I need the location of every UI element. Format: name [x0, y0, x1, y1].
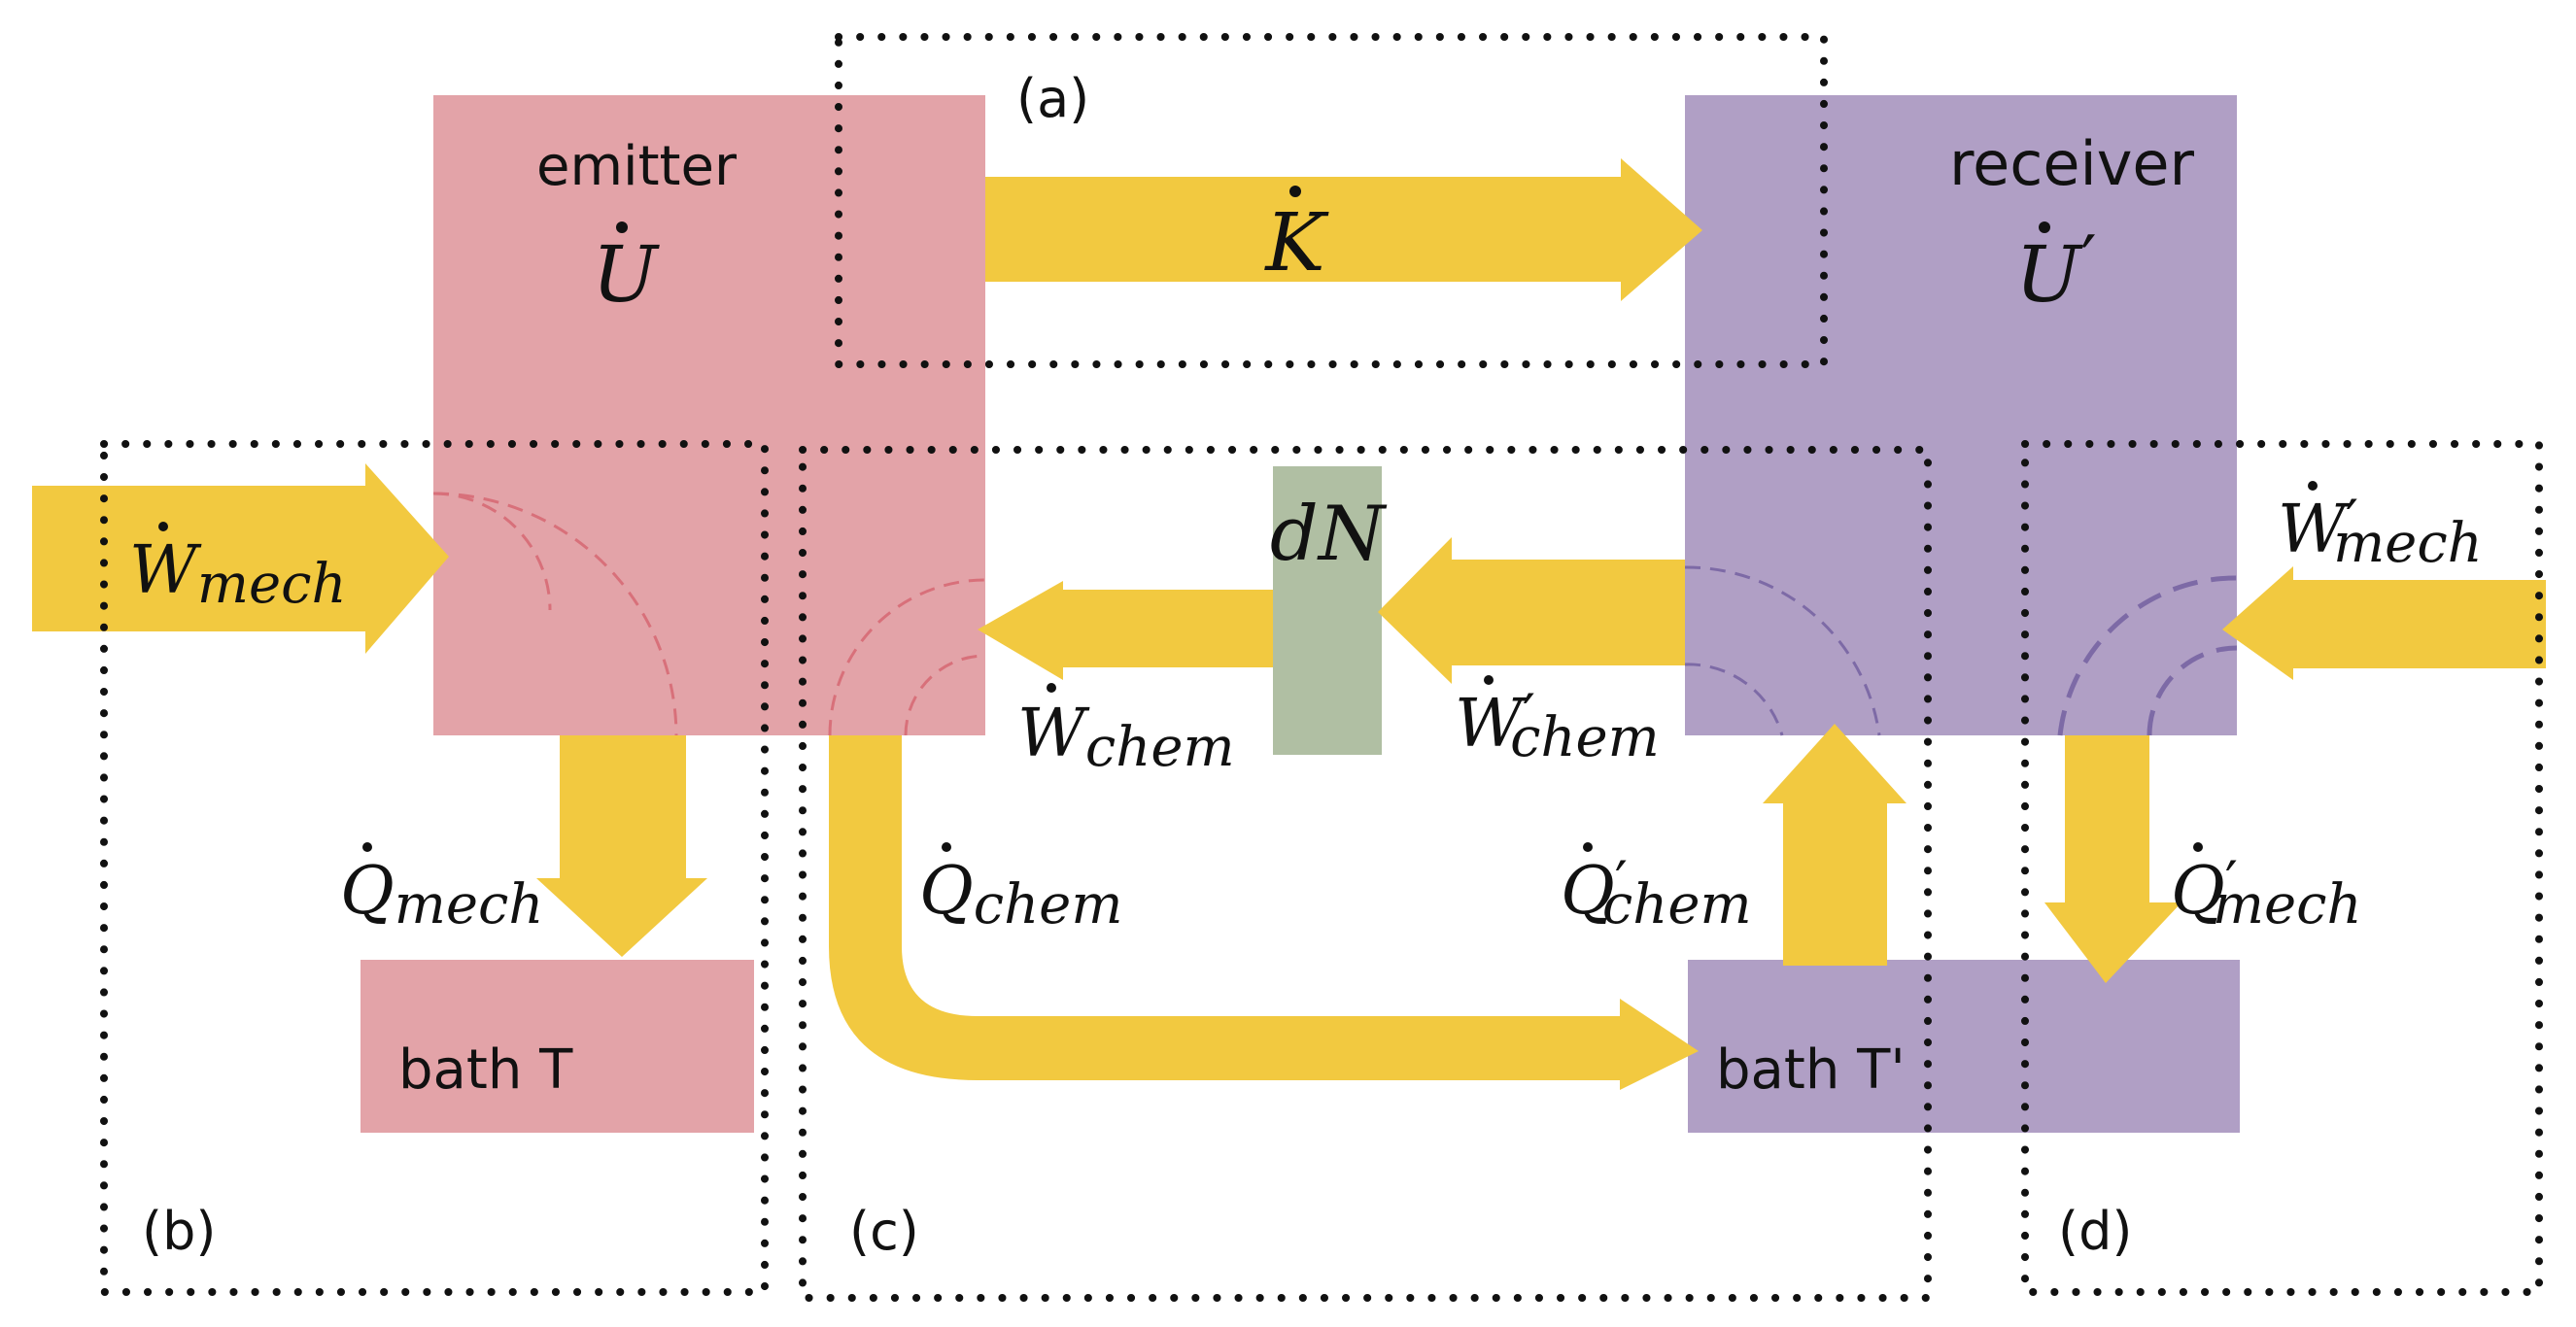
q-chem-prime-mark: ′: [1615, 849, 1628, 915]
q-mech-text: Qmech: [340, 853, 543, 936]
q-chem-label: Qchem: [919, 842, 1122, 936]
w-chem-prime-letter: W: [1455, 686, 1528, 763]
w-chem-prime-subscript: chem: [1510, 706, 1660, 769]
region-a-box: [835, 33, 1828, 368]
receiver-energy-dot: [2039, 221, 2050, 233]
w-chem-prime-label: W′chem: [1455, 675, 1660, 769]
emitter-energy-letter: U: [592, 229, 660, 320]
region-b-label: (b): [142, 1201, 216, 1262]
k-flow-arrow: [985, 158, 1702, 301]
bath-t-prime-label: bath T': [1716, 1038, 1906, 1102]
w-chem-prime-mark: ′: [1523, 682, 1535, 748]
q-chem-prime-label: Q′chem: [1561, 842, 1752, 936]
bath-t-label: bath T: [398, 1038, 573, 1102]
emitter-label: emitter: [536, 135, 738, 198]
q-chem-prime-flow-arrow: [1763, 724, 1906, 966]
q-chem-prime-subscript: chem: [1602, 873, 1752, 936]
k-flow-letter: K: [1263, 197, 1329, 289]
w-chem-dot: [1047, 683, 1056, 693]
q-chem-flow-arrow: [829, 735, 1699, 1090]
w-mech-prime-label: W′mech: [2278, 481, 2483, 575]
receiver-energy-letter: U: [2015, 229, 2083, 320]
w-chem-label: Wchem: [1017, 683, 1235, 779]
w-mech-label: Wmech: [129, 522, 347, 616]
w-chem-prime-text: W′chem: [1455, 682, 1660, 769]
q-chem-letter: Q: [919, 853, 974, 930]
dn-label: dN: [1270, 491, 1388, 578]
region-c-label: (c): [849, 1201, 919, 1262]
w-mech-prime-letter: W: [2278, 492, 2351, 568]
q-mech-prime-subscript: mech: [2213, 873, 2362, 936]
w-mech-flow-arrow: [32, 463, 449, 654]
dn-block: [1273, 466, 1382, 755]
w-mech-prime-text: W′mech: [2278, 488, 2483, 575]
receiver-energy-symbol: U′: [2015, 221, 2097, 320]
emitter-block: [433, 95, 985, 735]
region-a-label: (a): [1016, 68, 1089, 129]
w-mech-prime-subscript: mech: [2333, 512, 2483, 575]
w-chem-prime-dot: [1484, 675, 1494, 685]
q-mech-prime-mark: ′: [2225, 849, 2238, 915]
q-mech-prime-dot: [2193, 842, 2203, 852]
region-d-box: [2021, 440, 2543, 1296]
q-mech-dot: [362, 842, 372, 852]
bath-t-block: [361, 960, 754, 1133]
q-mech-prime-text: Q′mech: [2171, 849, 2362, 936]
receiver-right-arcs: [2057, 575, 2238, 736]
q-chem-text: Qchem: [919, 853, 1122, 936]
w-mech-subscript: mech: [197, 553, 347, 616]
w-chem-text: Wchem: [1017, 696, 1235, 779]
q-mech-letter: Q: [340, 853, 395, 930]
emitter-left-arcs: [432, 492, 678, 737]
q-chem-prime-text: Q′chem: [1561, 849, 1752, 936]
receiver-block: [1685, 95, 2237, 735]
region-d-label: (d): [2058, 1201, 2132, 1262]
w-mech-dot: [158, 522, 168, 531]
w-chem-prime-flow-arrow: [1378, 537, 1685, 684]
w-mech-prime-dot: [2308, 481, 2318, 491]
emitter-energy-symbol: U: [592, 221, 660, 320]
q-mech-label: Qmech: [340, 842, 543, 936]
w-chem-subscript: chem: [1085, 716, 1235, 779]
w-mech-prime-flow-arrow: [2222, 566, 2546, 680]
w-chem-letter: W: [1017, 696, 1090, 772]
q-mech-prime-label: Q′mech: [2171, 842, 2362, 936]
w-chem-flow-arrow: [978, 581, 1273, 680]
w-mech-prime-mark: ′: [2346, 488, 2358, 554]
k-flow-symbol: K: [1263, 186, 1329, 289]
emitter-right-arcs: [828, 578, 986, 736]
w-mech-text: Wmech: [129, 532, 347, 616]
region-boxes: [100, 33, 2543, 1302]
receiver-energy-prime: ′: [2080, 221, 2096, 302]
receiver-energy-text: U′: [2015, 221, 2097, 320]
region-c-box: [799, 446, 1932, 1302]
emitter-energy-dot: [616, 221, 628, 233]
q-chem-subscript: chem: [974, 873, 1123, 936]
q-mech-prime-flow-arrow: [2044, 735, 2181, 983]
q-chem-dot: [942, 842, 951, 852]
q-chem-prime-dot: [1583, 842, 1593, 852]
receiver-label: receiver: [1949, 128, 2195, 199]
q-chem-prime-letter: Q: [1561, 853, 1615, 930]
q-mech-prime-letter: Q: [2171, 853, 2225, 930]
q-mech-subscript: mech: [395, 873, 544, 936]
w-mech-letter: W: [129, 532, 202, 609]
bath-t-prime-block: [1688, 960, 2240, 1133]
receiver-left-arcs: [1684, 565, 1881, 736]
q-mech-flow-arrow: [536, 735, 707, 957]
k-flow-dot: [1289, 186, 1301, 197]
